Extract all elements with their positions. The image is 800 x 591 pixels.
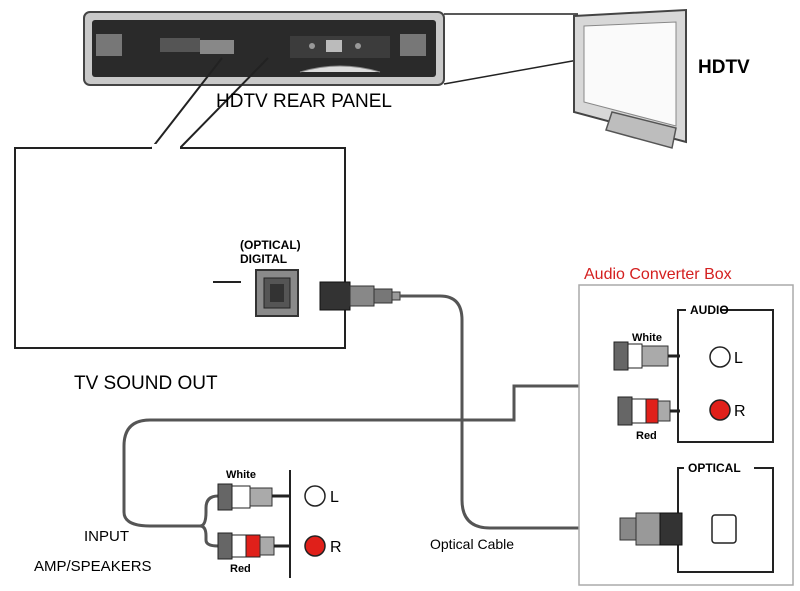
hdtv-label: HDTV bbox=[698, 57, 750, 78]
converter-red-label: Red bbox=[636, 430, 657, 442]
optical-section-label: OPTICAL bbox=[688, 461, 741, 475]
converter-left-jack bbox=[709, 346, 731, 368]
amp-left-jack bbox=[304, 485, 326, 507]
optical-label-line2: DIGITAL bbox=[240, 252, 287, 266]
optical-port-tv bbox=[255, 269, 299, 317]
input-label-line1: INPUT bbox=[84, 528, 129, 545]
audio-section-label: AUDIO bbox=[690, 303, 729, 317]
optical-section-frame bbox=[677, 467, 774, 573]
optical-cable-label: Optical Cable bbox=[430, 536, 514, 552]
converter-white-label: White bbox=[632, 332, 662, 344]
converter-right-label: R bbox=[734, 403, 746, 420]
amp-right-jack bbox=[304, 535, 326, 557]
tv-sound-out-label: TV SOUND OUT bbox=[74, 373, 218, 394]
converter-white-plug bbox=[613, 341, 680, 371]
optical-cable bbox=[400, 294, 620, 530]
converter-optical-port bbox=[711, 514, 737, 544]
input-label-line2: AMP/SPEAKERS bbox=[34, 558, 152, 575]
hdtv-rear-panel bbox=[83, 11, 445, 86]
converter-right-jack bbox=[709, 399, 731, 421]
audio-section-frame bbox=[677, 309, 774, 443]
converter-optical-plug bbox=[619, 512, 683, 546]
optical-label-line1: (OPTICAL) bbox=[240, 238, 301, 252]
audio-converter-box bbox=[578, 284, 794, 586]
hdtv-monitor bbox=[573, 8, 687, 149]
amp-red-label: Red bbox=[230, 563, 251, 575]
amp-white-label: White bbox=[226, 469, 256, 481]
converter-red-plug bbox=[617, 396, 680, 426]
rear-panel-label: HDTV REAR PANEL bbox=[216, 91, 392, 112]
optical-plug-tv bbox=[319, 281, 401, 311]
converter-title: Audio Converter Box bbox=[584, 266, 732, 283]
amp-right-label: R bbox=[330, 539, 342, 556]
converter-left-label: L bbox=[734, 350, 743, 367]
amp-red-plug bbox=[217, 532, 290, 560]
amp-white-plug bbox=[217, 483, 290, 511]
amp-left-label: L bbox=[330, 489, 339, 506]
